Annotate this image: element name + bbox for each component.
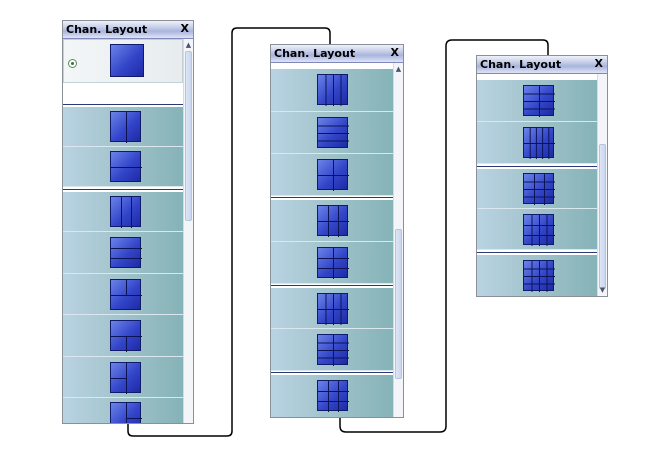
group-separator bbox=[63, 189, 183, 192]
top-full-bottom-split-icon bbox=[110, 320, 142, 352]
layout-item[interactable] bbox=[63, 357, 183, 398]
vertical-scrollbar[interactable]: ▲ bbox=[183, 39, 193, 423]
layout-item[interactable] bbox=[271, 69, 393, 112]
split-horizontal-2-icon bbox=[110, 151, 142, 182]
split-vertical-3-icon bbox=[110, 196, 141, 228]
scrollbar-thumb[interactable] bbox=[599, 144, 606, 289]
panel-title: Chan. Layout bbox=[274, 47, 356, 60]
grid-2x4-icon bbox=[317, 334, 349, 366]
layout-item[interactable] bbox=[271, 329, 393, 371]
layout-item[interactable] bbox=[63, 274, 183, 315]
grid-5x2-icon bbox=[523, 127, 555, 159]
panel-titlebar[interactable]: Chan. Layout X bbox=[63, 21, 193, 39]
group-separator bbox=[477, 252, 597, 255]
scroll-up-icon[interactable]: ▲ bbox=[395, 65, 402, 73]
panel-title: Chan. Layout bbox=[66, 23, 148, 36]
left-full-right-split-icon bbox=[110, 362, 141, 394]
layout-list bbox=[63, 39, 183, 423]
close-button[interactable]: X bbox=[594, 57, 603, 70]
layout-item[interactable] bbox=[271, 375, 393, 417]
connector-line bbox=[339, 39, 549, 433]
scrollbar-thumb[interactable] bbox=[395, 229, 402, 379]
grid-3x4-icon bbox=[523, 173, 555, 205]
layout-item[interactable] bbox=[271, 154, 393, 196]
grid-4x4-dense-icon bbox=[523, 260, 555, 292]
scroll-up-icon[interactable]: ▲ bbox=[185, 41, 192, 49]
grid-2x4-icon bbox=[523, 85, 555, 117]
scroll-down-icon[interactable]: ▼ bbox=[599, 286, 606, 294]
layout-item[interactable] bbox=[477, 80, 597, 122]
layout-item[interactable] bbox=[63, 107, 183, 147]
split-horizontal-4-icon bbox=[317, 117, 349, 148]
selected-radio-icon bbox=[68, 59, 77, 68]
panel-titlebar[interactable]: Chan. Layout X bbox=[477, 56, 607, 74]
layout-item[interactable] bbox=[477, 255, 597, 296]
chan-layout-panel-2: Chan. Layout X bbox=[270, 44, 404, 418]
group-separator bbox=[63, 104, 183, 107]
split-horizontal-3-icon bbox=[110, 237, 142, 268]
layout-item[interactable] bbox=[63, 315, 183, 357]
close-button[interactable]: X bbox=[180, 22, 189, 35]
group-separator bbox=[477, 166, 597, 169]
layout-item[interactable] bbox=[271, 288, 393, 329]
group-separator bbox=[271, 285, 393, 288]
layout-item[interactable] bbox=[271, 112, 393, 154]
layout-item[interactable] bbox=[63, 192, 183, 232]
layout-item[interactable] bbox=[63, 147, 183, 187]
layout-item[interactable] bbox=[477, 209, 597, 250]
layout-item[interactable] bbox=[63, 232, 183, 274]
layout-list bbox=[477, 74, 597, 296]
split-vertical-2-icon bbox=[110, 111, 141, 143]
top-split-bottom-full-icon bbox=[110, 279, 142, 310]
grid-2x3-icon bbox=[317, 247, 349, 279]
vertical-scrollbar[interactable]: ▲ bbox=[393, 63, 403, 417]
layout-item[interactable] bbox=[63, 398, 183, 423]
vertical-scrollbar[interactable]: ▼ bbox=[597, 74, 607, 296]
grid-3x2-icon bbox=[317, 205, 349, 237]
grid-2x2-icon bbox=[317, 159, 349, 191]
connector-line bbox=[127, 27, 331, 437]
chan-layout-panel-3: Chan. Layout X bbox=[476, 55, 608, 297]
layout-item[interactable] bbox=[477, 122, 597, 164]
grid-4x4-icon bbox=[523, 214, 555, 246]
layout-item[interactable] bbox=[477, 169, 597, 209]
group-separator bbox=[271, 197, 393, 200]
layout-item[interactable] bbox=[271, 242, 393, 284]
close-button[interactable]: X bbox=[390, 46, 399, 59]
left-split-right-full-icon bbox=[110, 402, 142, 423]
scrollbar-thumb[interactable] bbox=[185, 51, 192, 221]
layout-item[interactable] bbox=[271, 200, 393, 242]
split-vertical-4-icon bbox=[317, 74, 348, 106]
chan-layout-panel-1: Chan. Layout X bbox=[62, 20, 194, 424]
group-separator bbox=[271, 372, 393, 375]
panel-title: Chan. Layout bbox=[480, 58, 562, 71]
grid-3x3-icon bbox=[317, 380, 349, 412]
panel-titlebar[interactable]: Chan. Layout X bbox=[271, 45, 403, 63]
single-icon bbox=[110, 44, 144, 77]
layout-item-single[interactable] bbox=[63, 39, 183, 83]
grid-4x2-icon bbox=[317, 293, 349, 325]
layout-list bbox=[271, 63, 393, 417]
